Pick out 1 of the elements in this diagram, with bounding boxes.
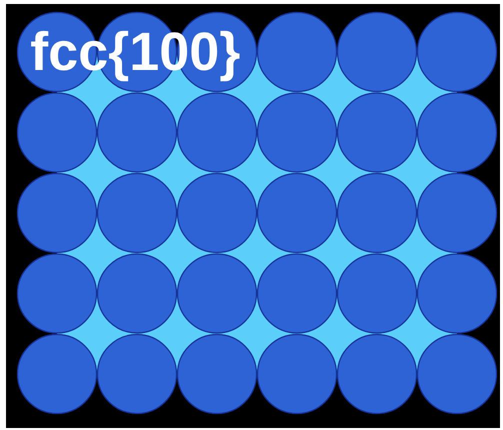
title: fcc{100}: [31, 30, 240, 82]
